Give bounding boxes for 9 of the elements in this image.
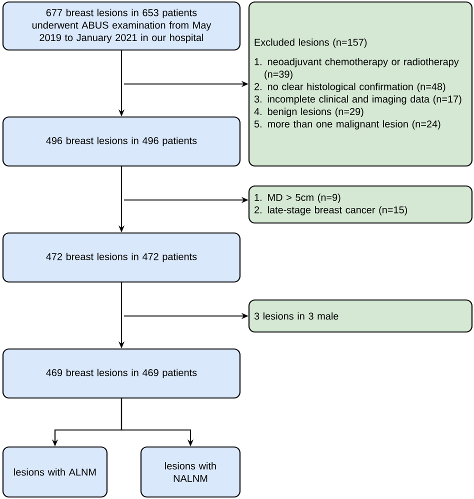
process-box: 472 breast lesions in 472 patients (2, 232, 241, 283)
exclusion-box: 3 lesions in 3 male (248, 299, 473, 333)
process-box: 677 breast lesions in 653 patients underwent ABUS examination from May 2019 to January 2021 in our hospital (2, 1, 241, 51)
process-box: lesions with ALNM (2, 446, 108, 498)
exclusion-box: 1. MD > 5cm (n=9) 2. late-stage breast cancer (n=15) (248, 185, 473, 224)
process-box: lesions with NALNM (140, 446, 241, 498)
process-box: 469 breast lesions in 469 patients (2, 348, 241, 399)
exclusion-box: Excluded lesions (n=157) 1. neoadjuvant chemotherapy or radiotherapy (n=39) 2. no clear histological confirmation (n=48) 3. incomplete clinical and imaging data (n=17) 4. benign lesions (n=29) 5. more than one malignant lesion (n=24) (248, 1, 473, 167)
process-box: 496 breast lesions in 496 patients (2, 116, 241, 167)
